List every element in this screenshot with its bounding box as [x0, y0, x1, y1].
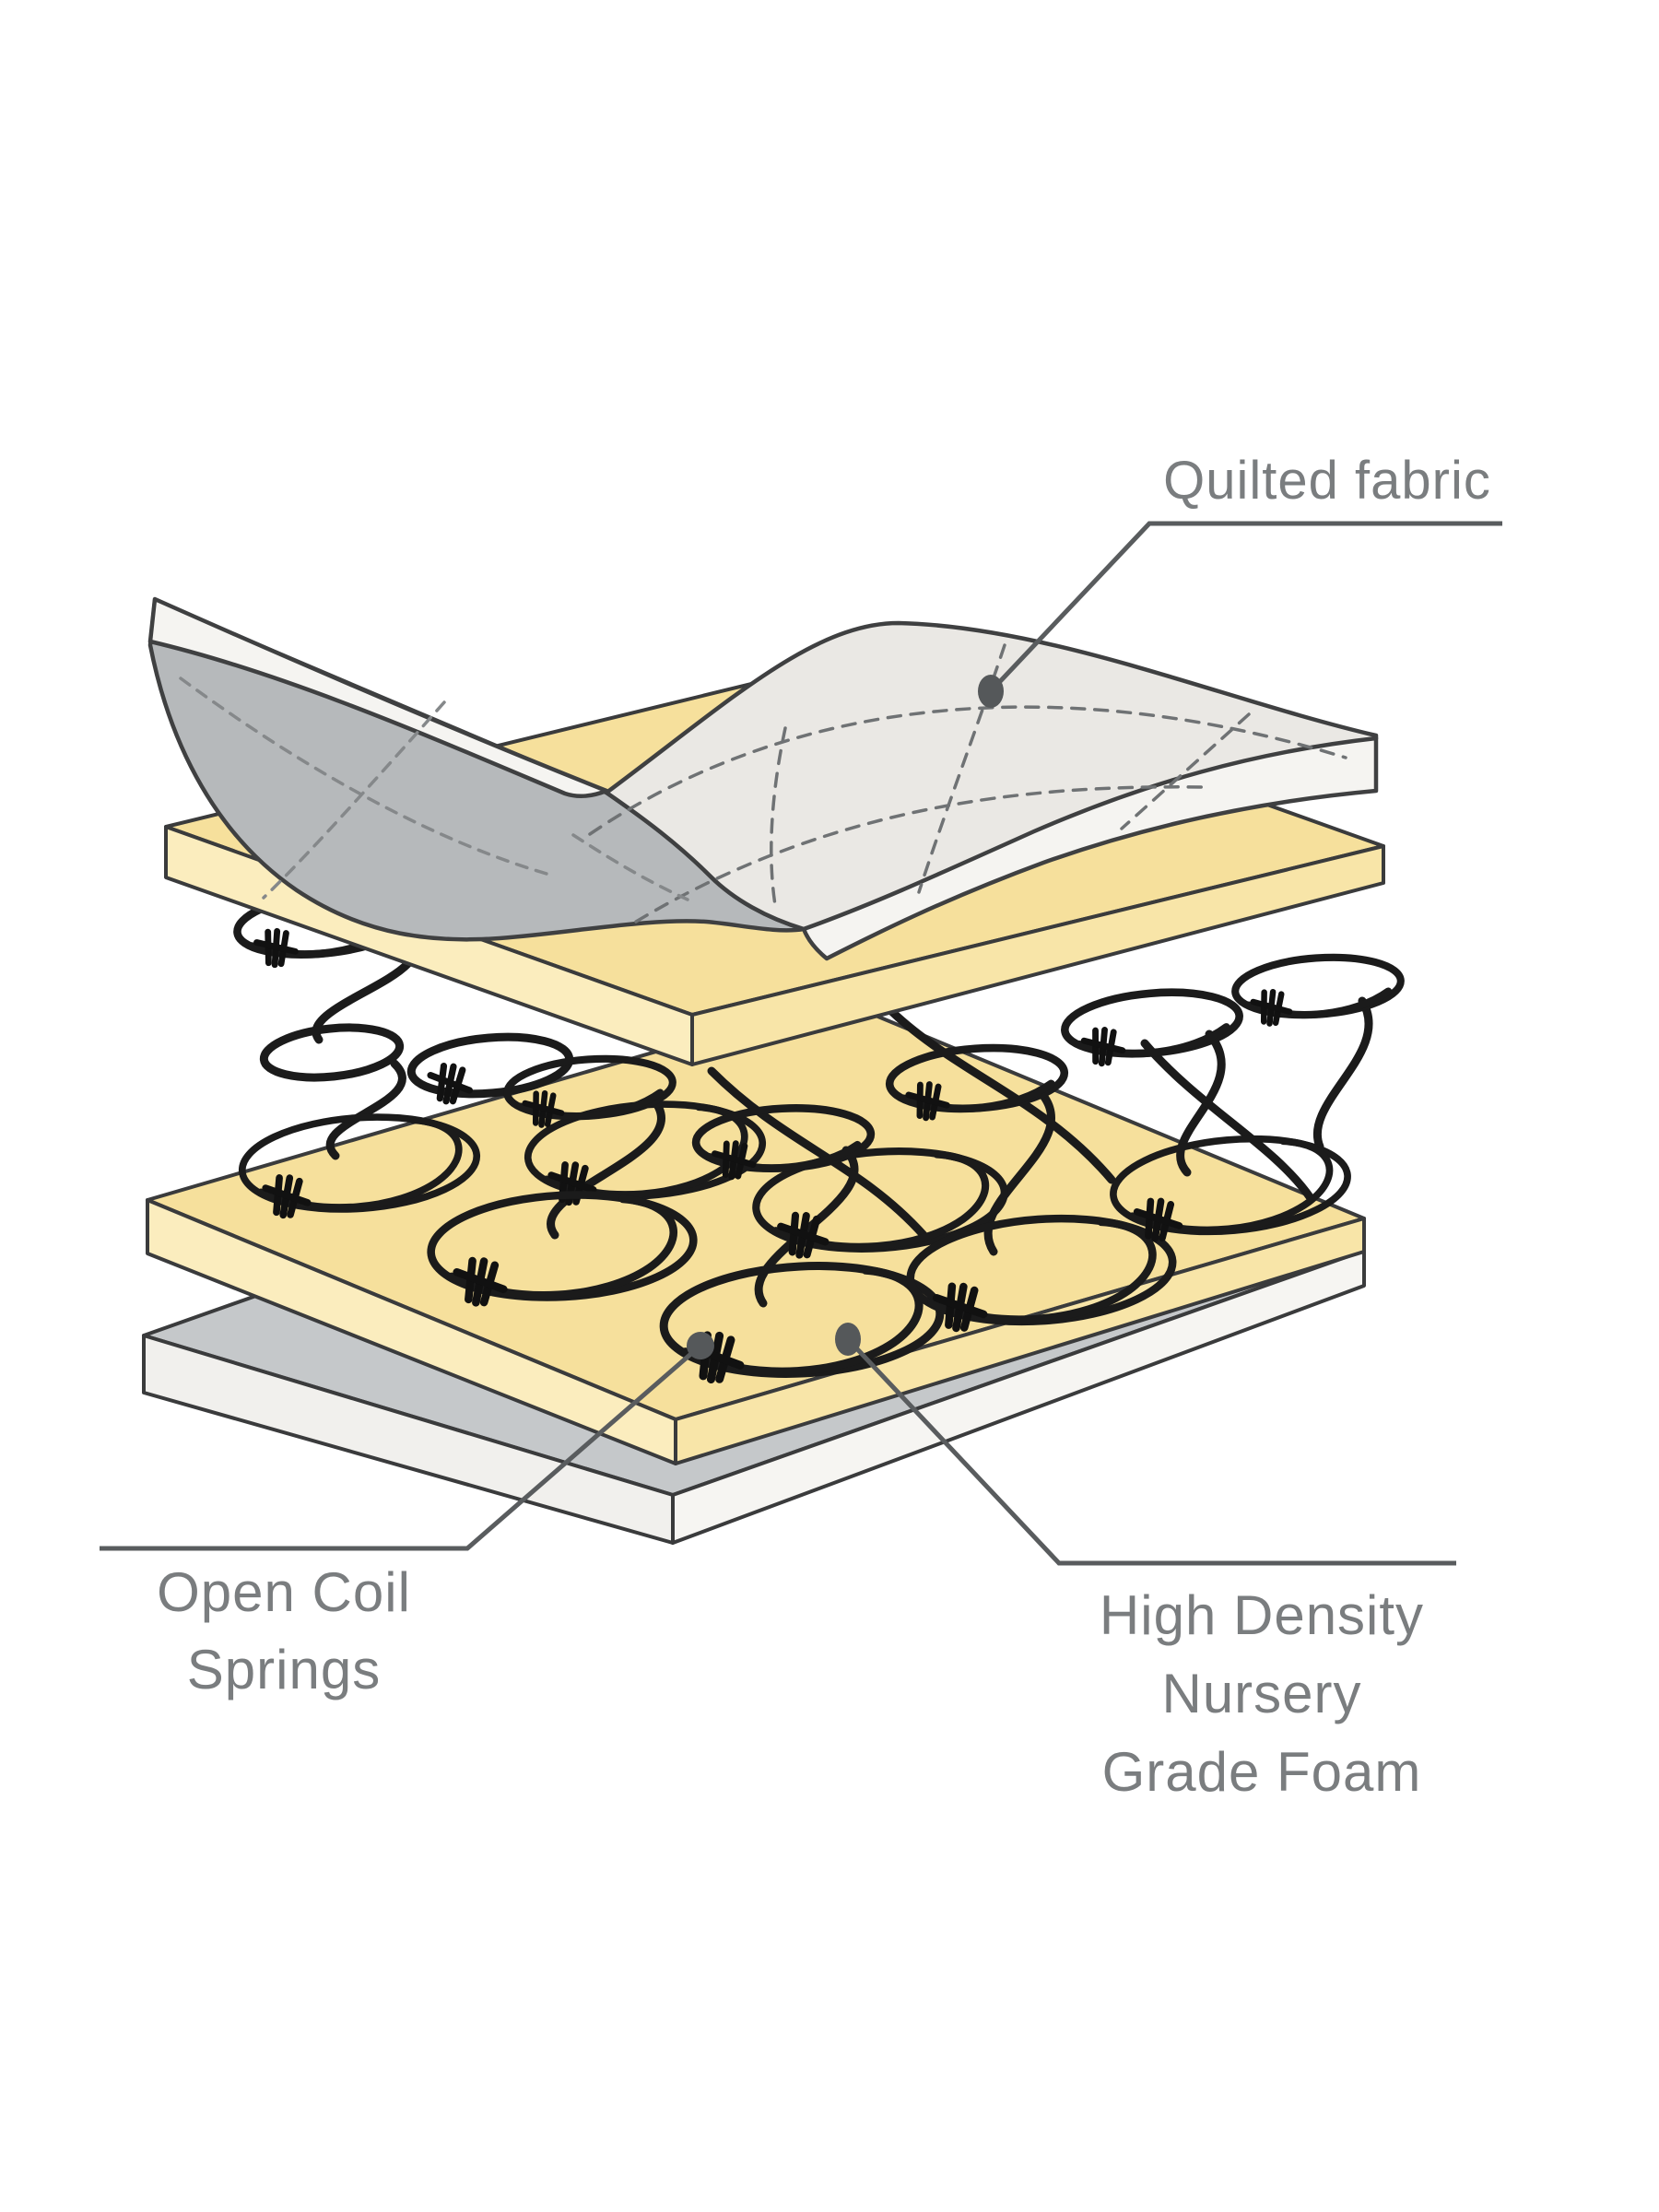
label-quilted-fabric: Quilted fabric	[1051, 452, 1604, 511]
label-high-density-foam: High Density Nursery Grade Foam	[1031, 1576, 1492, 1811]
label-open-coil-springs: Open Coil Springs	[53, 1554, 514, 1709]
open-coil-springs	[234, 885, 1403, 1388]
label-quilted-fabric-text: Quilted fabric	[1163, 451, 1491, 511]
label-open-coil-line2: Springs	[186, 1639, 382, 1700]
label-high-density-line3: Grade Foam	[1101, 1741, 1422, 1803]
callouts	[100, 521, 1502, 1566]
quilted-fabric-layer	[147, 596, 1379, 961]
high-density-foam-leader-dot	[835, 1323, 861, 1356]
open-coil-springs-leader-line	[100, 1344, 702, 1551]
fabric-edge-strip-left	[147, 596, 609, 799]
quilted-fabric-leader-dot	[978, 675, 1004, 708]
quilted-fabric-leader-line	[989, 521, 1502, 693]
open-coil-springs-leader-dot	[687, 1332, 714, 1359]
base-right-face	[671, 1249, 1366, 1545]
label-high-density-line2: Nursery	[1161, 1663, 1362, 1724]
label-open-coil-line1: Open Coil	[157, 1561, 411, 1623]
high-density-foam-leader-line	[846, 1337, 1456, 1566]
label-high-density-line1: High Density	[1099, 1584, 1425, 1646]
upper-foam-right-face	[690, 844, 1385, 1066]
fabric-edge-strip-right	[801, 735, 1379, 961]
